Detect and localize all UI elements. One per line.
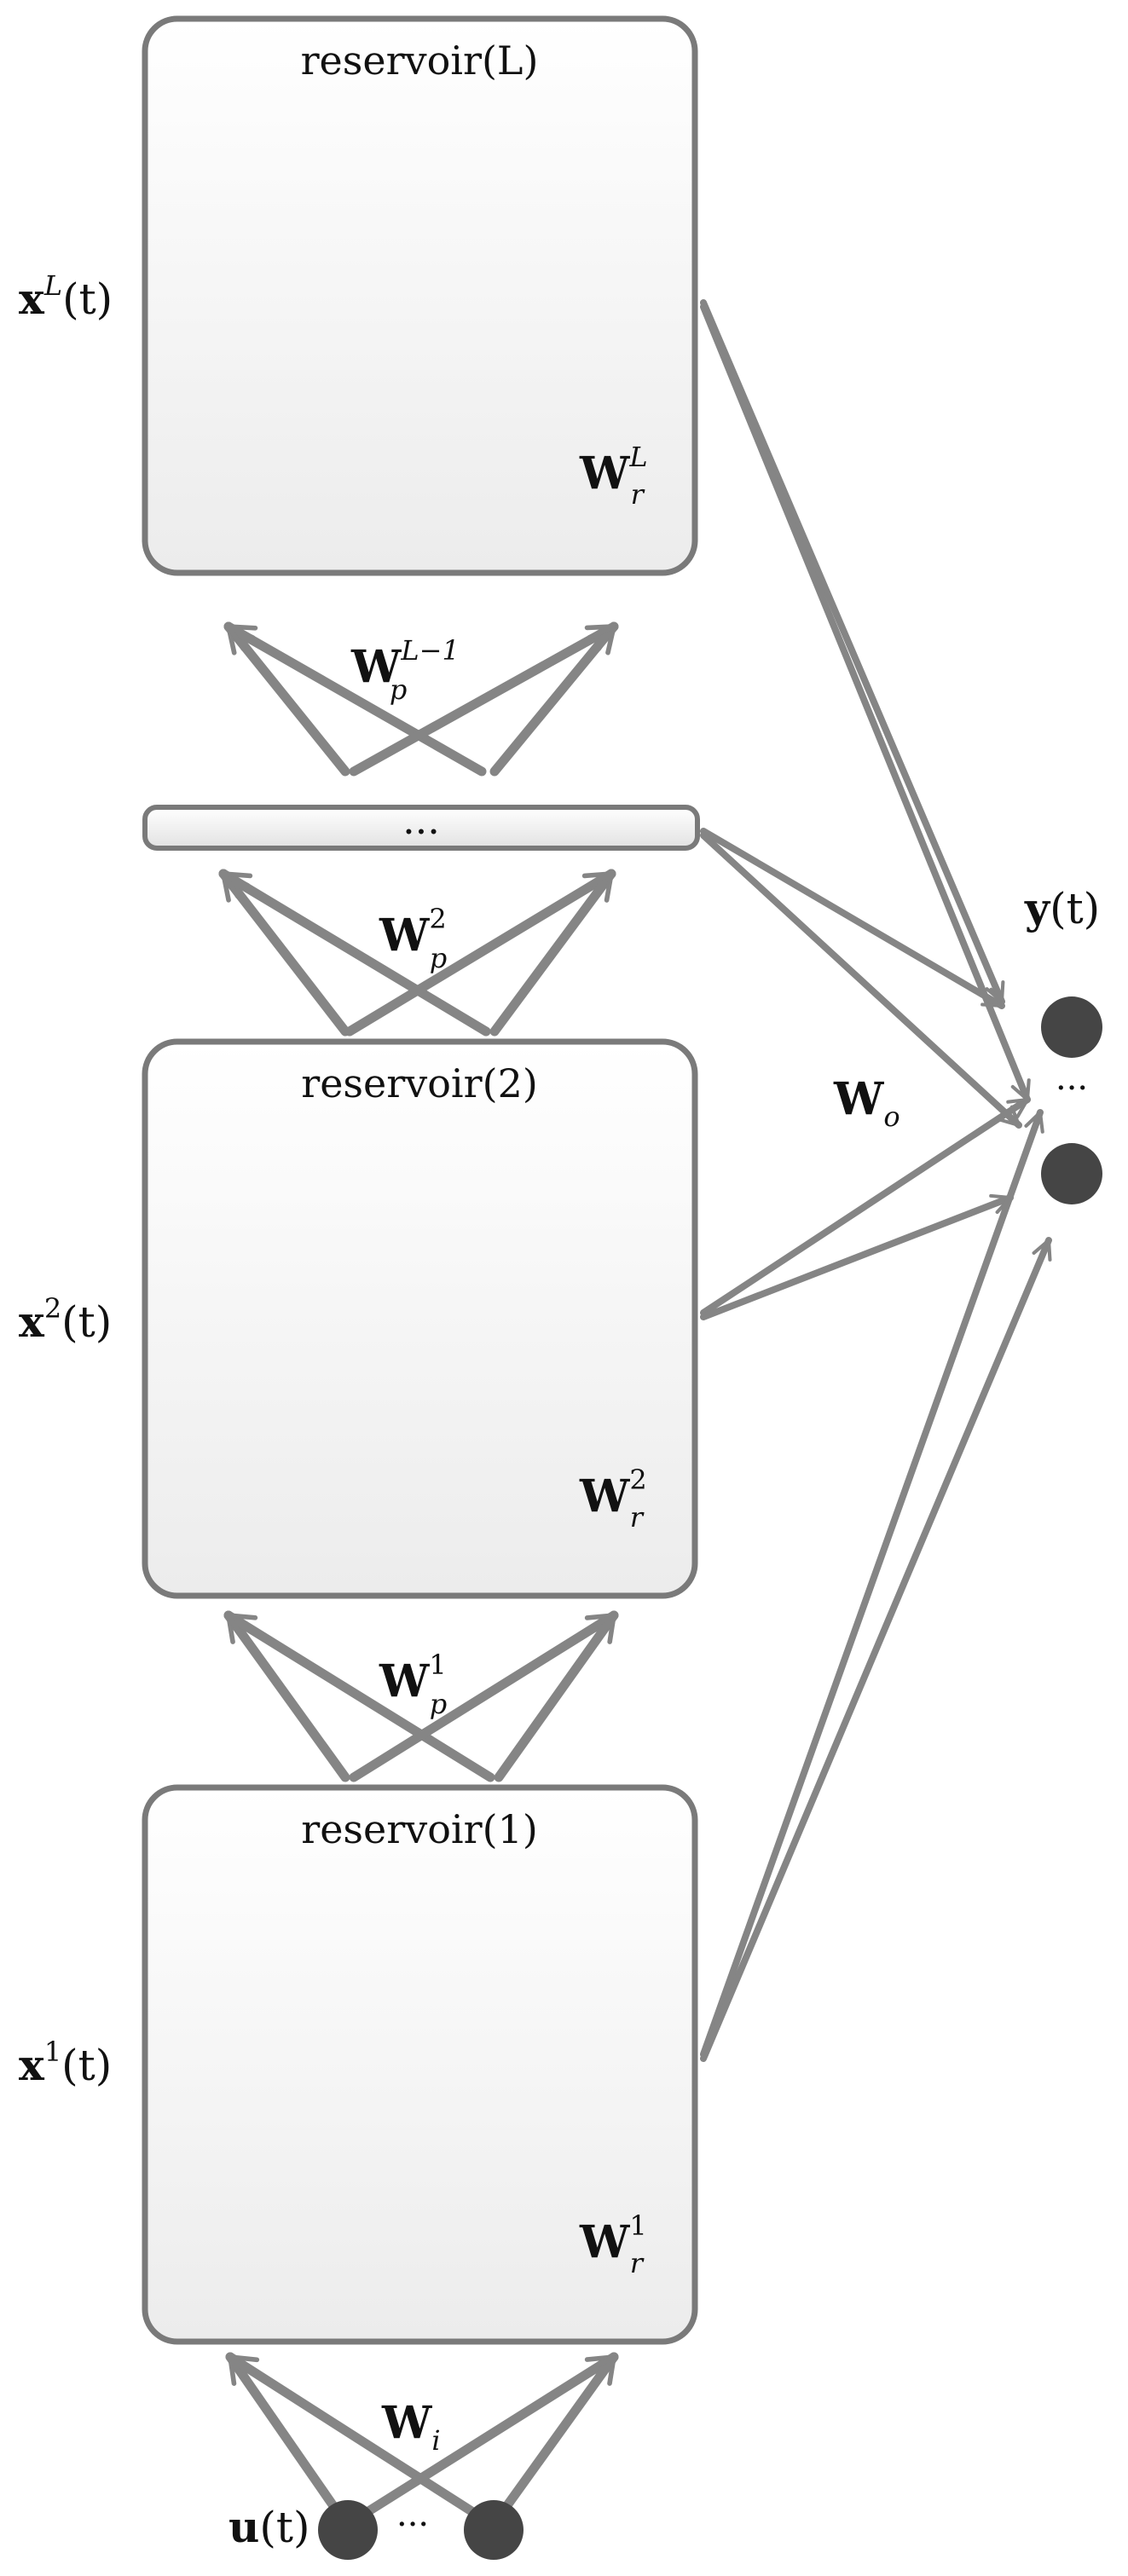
state-label-1: x1(t) bbox=[19, 2036, 112, 2090]
projection-arrows-l bbox=[223, 621, 619, 777]
input-node-1 bbox=[318, 2500, 378, 2560]
output-node-1 bbox=[1041, 996, 1102, 1058]
reservoir-2-title: reservoir(2) bbox=[301, 1060, 538, 1106]
input-ellipsis: ··· bbox=[396, 2505, 429, 2544]
projection-arrows-1 bbox=[223, 1610, 619, 1782]
input-layer: ··· bbox=[318, 2500, 524, 2560]
reservoir-2: reservoir(2) bbox=[145, 1042, 698, 1599]
reservoir-l: reservoir(L) bbox=[145, 19, 698, 576]
intermediate-layers-bar: ... bbox=[142, 797, 700, 851]
state-label-l: xL(t) bbox=[19, 269, 113, 324]
output-ellipsis: ··· bbox=[1056, 1069, 1088, 1108]
output-node-2 bbox=[1041, 1143, 1102, 1204]
input-node-2 bbox=[464, 2500, 524, 2560]
projection-arrows-2 bbox=[218, 869, 616, 1037]
reservoir-l-title: reservoir(L) bbox=[301, 38, 539, 84]
output-matrix: Wo bbox=[833, 1073, 900, 1133]
input-arrows bbox=[225, 2352, 619, 2528]
input-label: u(t) bbox=[228, 2502, 309, 2552]
reservoir-1: reservoir(1) bbox=[145, 1788, 698, 2345]
output-layer: ··· bbox=[1041, 996, 1102, 1204]
state-label-2: x2(t) bbox=[19, 1292, 112, 1347]
output-arrows bbox=[700, 299, 1052, 2062]
intermediate-layers-ellipsis: ... bbox=[402, 797, 440, 843]
reservoir-1-title: reservoir(1) bbox=[301, 1806, 538, 1852]
output-label: y(t) bbox=[1024, 883, 1100, 933]
input-matrix: Wi bbox=[381, 2397, 441, 2457]
